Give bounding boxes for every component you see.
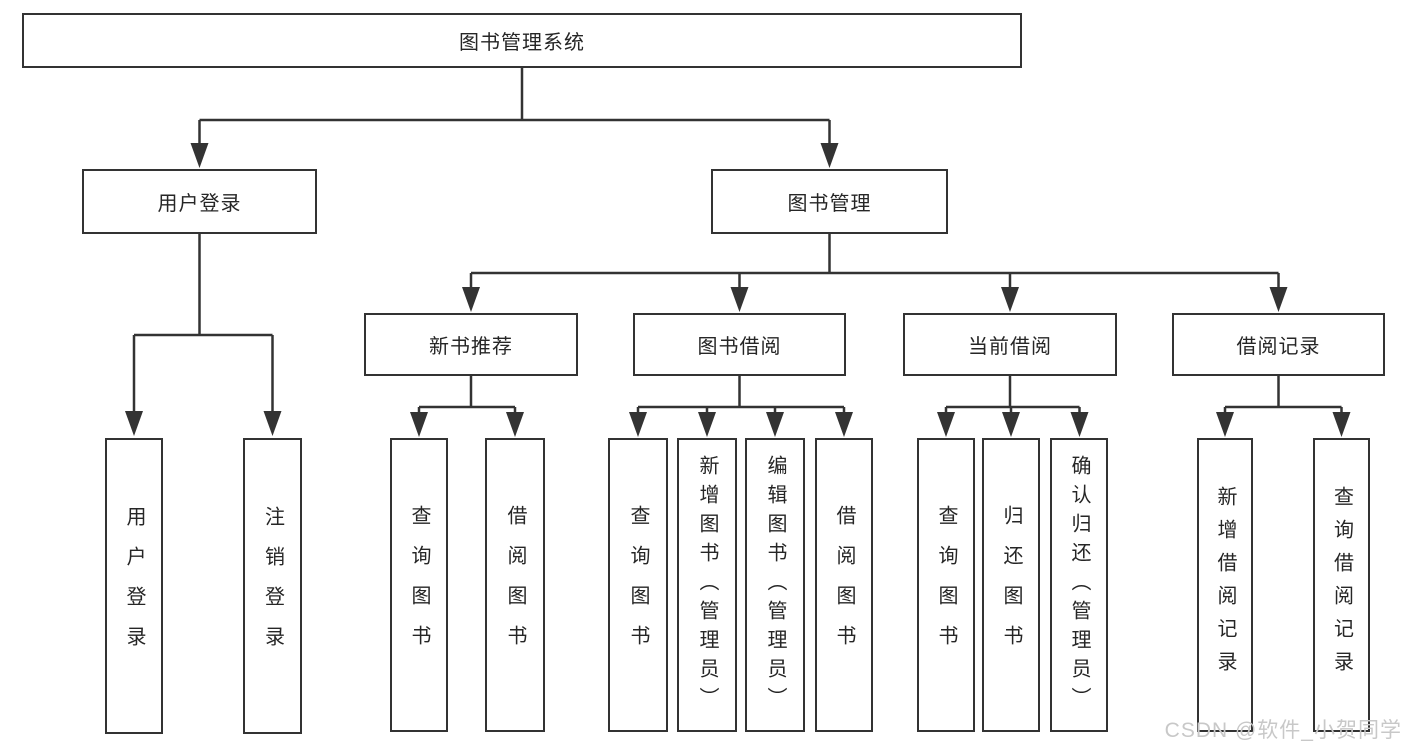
leaf-user-login: 用户登录 [105,438,163,734]
leaf-recommend-query-books-label: 查询图书 [408,505,430,665]
leaf-current-query-books-label: 查询图书 [935,505,957,665]
node-borrow-records: 借阅记录 [1172,313,1385,376]
leaf-user-login-label: 用户登录 [123,506,145,666]
leaf-confirm-return-admin-label: 确认归还（管理员） [1068,454,1090,716]
node-current-borrow: 当前借阅 [903,313,1117,376]
leaf-logout-label: 注销登录 [261,506,284,666]
node-root: 图书管理系统 [22,13,1022,68]
leaf-confirm-return-admin: 确认归还（管理员） [1050,438,1108,732]
leaf-recommend-borrow-books: 借阅图书 [485,438,545,732]
leaf-return-books-label: 归还图书 [1000,505,1022,665]
leaf-edit-books-admin: 编辑图书（管理员） [745,438,805,732]
node-current-borrow-label: 当前借阅 [968,336,1052,358]
leaf-recommend-borrow-books-label: 借阅图书 [504,505,526,665]
leaf-add-borrow-record: 新增借阅记录 [1197,438,1253,732]
node-book-management-label: 图书管理 [787,193,872,215]
node-user-login-label: 用户登录 [157,193,242,215]
leaf-add-books-admin-label: 新增图书（管理员） [696,454,718,716]
leaf-query-borrow-record: 查询借阅记录 [1313,438,1370,732]
leaf-borrow-query-books-label: 查询图书 [627,505,649,665]
leaf-edit-books-admin-label: 编辑图书（管理员） [764,454,786,716]
leaf-borrow-books: 借阅图书 [815,438,873,732]
node-book-management: 图书管理 [711,169,948,234]
leaf-return-books: 归还图书 [982,438,1040,732]
node-new-book-recommend-label: 新书推荐 [429,336,513,358]
leaf-recommend-query-books: 查询图书 [390,438,448,732]
leaf-query-borrow-record-label: 查询借阅记录 [1330,486,1353,684]
node-new-book-recommend: 新书推荐 [364,313,578,376]
leaf-borrow-query-books: 查询图书 [608,438,668,732]
csdn-watermark: CSDN @软件_小贺同学 [1164,719,1402,742]
node-book-borrow: 图书借阅 [633,313,846,376]
leaf-logout: 注销登录 [243,438,302,734]
leaf-add-books-admin: 新增图书（管理员） [677,438,737,732]
node-root-label: 图书管理系统 [459,32,585,54]
leaf-add-borrow-record-label: 新增借阅记录 [1214,486,1236,684]
leaf-current-query-books: 查询图书 [917,438,975,732]
node-book-borrow-label: 图书借阅 [697,336,782,358]
node-user-login: 用户登录 [82,169,317,234]
node-borrow-records-label: 借阅记录 [1236,336,1321,358]
leaf-borrow-books-label: 借阅图书 [833,505,855,665]
